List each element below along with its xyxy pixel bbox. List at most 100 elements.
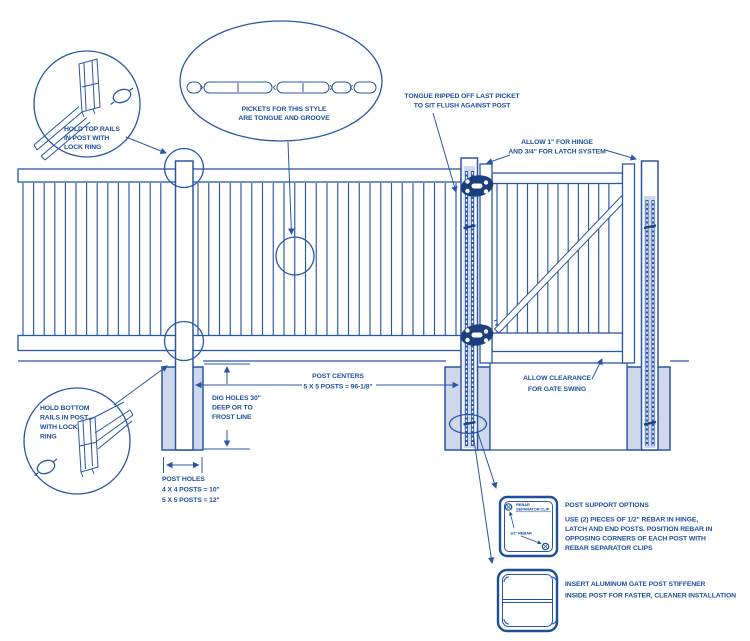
gate-right-stile xyxy=(621,163,636,364)
lock-ring-icon xyxy=(34,458,58,477)
post-centers-value: 5 X 5 POSTS = 96-1/8" xyxy=(304,384,373,391)
dig-holes-line2: DEEP OR TO xyxy=(212,405,253,412)
dig-holes-line1: DIG HOLES 30" xyxy=(212,395,261,402)
rebar-size-label: 1/2" REBAR xyxy=(510,531,532,536)
top-rail-junction-circle xyxy=(163,147,205,189)
post-centers-title: POST CENTERS xyxy=(312,373,364,380)
post-support-options-note: POST SUPPORT OPTIONS USE (2) PIECES OF 1… xyxy=(565,502,713,552)
clip-label-line2: SEPARATOR CLIP xyxy=(516,507,550,512)
stiffener-line2: INSIDE POST FOR FASTER, CLEANER INSTALLA… xyxy=(565,593,736,600)
leader-arrow xyxy=(125,136,167,154)
bottom-rail-note-line4: RING xyxy=(40,434,57,441)
gate-diagonal-brace xyxy=(493,195,627,334)
gate-post-stiffener-detail xyxy=(496,568,559,633)
bottom-rail-3d-drawing xyxy=(77,401,134,478)
callout-ellipse xyxy=(179,20,383,142)
leader-arrow xyxy=(591,358,603,380)
rebar-arrow-top xyxy=(508,511,515,529)
fence-top-rail xyxy=(17,168,462,183)
top-rail-lock-ring-callout: HOLD TOP RAILS IN POST WITH LOCK RING xyxy=(33,50,167,161)
top-rail-note-line1: HOLD TOP RAILS xyxy=(64,126,120,133)
leader-arrow xyxy=(432,112,458,193)
stiffener-inner xyxy=(502,574,553,627)
post-support-body-line2: LATCH AND END POSTS. POSITION REBAR IN xyxy=(565,526,712,533)
gate-swing-line2: FOR GATE SWING xyxy=(528,386,586,393)
fence-pickets-left xyxy=(22,183,162,336)
rebar-ends xyxy=(504,503,550,551)
gate-swing-clearance-area xyxy=(489,362,628,451)
rebar-separator-clip xyxy=(643,420,657,426)
rebar-arrow-bottom xyxy=(520,535,542,545)
bottom-rail-note-line2: RAILS IN POST xyxy=(40,415,89,422)
bottom-rail-note-line3: WITH LOCK xyxy=(40,424,78,431)
tongue-note-line1: TONGUE RIPPED OFF LAST PICKET xyxy=(404,93,520,100)
bottom-rail-lock-ring-callout: HOLD BOTTOM RAILS IN POST WITH LOCK RING xyxy=(23,365,168,495)
picket-note-line2: ARE TONGUE AND GROOVE xyxy=(238,115,330,122)
leader-arrow-latch xyxy=(604,149,637,161)
dig-holes-line3: FROST LINE xyxy=(212,414,252,421)
stiffener-outer xyxy=(496,568,559,633)
hinge-post-group xyxy=(460,157,479,451)
gate-swing-note: ALLOW CLEARANCE FOR GATE SWING xyxy=(523,358,603,393)
fence-pickets-right xyxy=(197,183,457,336)
tongue-groove-callout: PICKETS FOR THIS STYLE ARE TONGUE AND GR… xyxy=(179,20,383,235)
stiffener-line1: INSERT ALUMINUM GATE POST STIFFENER xyxy=(565,581,706,588)
gate-bottom-rail xyxy=(491,332,624,353)
rebar-separator-clip xyxy=(643,224,657,230)
allowance-line2: AND 3/4" FOR LATCH SYSTEM xyxy=(508,149,606,156)
stiffener-note: INSERT ALUMINUM GATE POST STIFFENER INSI… xyxy=(565,581,736,600)
stiffener-corner-bosses xyxy=(503,576,557,625)
post-holes-line2: 4 X 4 POSTS = 10" xyxy=(162,487,220,494)
post-support-heading: POST SUPPORT OPTIONS xyxy=(565,502,649,509)
fence-bottom-rail xyxy=(17,334,462,352)
lock-ring-icon xyxy=(110,87,134,106)
leader-arrow-stiffener-detail xyxy=(472,432,495,564)
top-rail-note-line3: LOCK RING xyxy=(64,144,101,151)
post-cross-section-outer xyxy=(498,495,559,558)
hinge-post-rebar xyxy=(463,171,476,446)
dig-holes-dimension: DIG HOLES 30" DEEP OR TO FROST LINE xyxy=(204,363,261,450)
post-support-body-line4: REBAR SEPARATOR CLIPS xyxy=(565,545,653,552)
clip-label-line1: REBAR xyxy=(516,502,530,507)
rebar-separator-clip xyxy=(463,420,476,426)
picket-cross-section-drawing xyxy=(186,81,377,94)
post-support-body-line1: USE (2) PIECES OF 1/2" REBAR IN HINGE, xyxy=(565,517,698,524)
post-holes-line3: 5 X 5 POSTS = 12" xyxy=(162,497,220,504)
post-centers-dimension: POST CENTERS 5 X 5 POSTS = 96-1/8" xyxy=(195,373,459,391)
gate-group xyxy=(460,163,636,364)
gate-hinge-bottom xyxy=(460,324,494,346)
top-rail-3d-drawing xyxy=(33,58,101,161)
rebar-separator-clip xyxy=(463,224,476,230)
post-cross-section-inner xyxy=(504,501,553,552)
post-holes-dimension: POST HOLES 4 X 4 POSTS = 10" 5 X 5 POSTS… xyxy=(162,457,220,504)
gate-pickets xyxy=(496,183,610,333)
tongue-ripped-note: TONGUE RIPPED OFF LAST PICKET TO SIT FLU… xyxy=(404,93,521,193)
gate-left-stile xyxy=(479,163,493,364)
hinge-post-concrete xyxy=(463,166,475,448)
top-rail-note-line2: IN POST WITH xyxy=(64,135,109,142)
bottom-rail-junction-circle xyxy=(163,320,205,362)
post-holes-line1: POST HOLES xyxy=(162,476,205,483)
callout-circle xyxy=(23,387,131,495)
latch-post-group xyxy=(640,160,659,451)
gate-top-rail xyxy=(491,172,624,185)
leader-arrow xyxy=(287,141,295,235)
callout-ellipse xyxy=(448,413,488,435)
post-support-body-line3: OPPOSING CORNERS OF EACH POST WITH xyxy=(565,536,706,543)
tongue-note-line2: TO SIT FLUSH AGAINST POST xyxy=(414,103,511,110)
allowance-line1: ALLOW 1" FOR HINGE xyxy=(521,139,593,146)
leader-arrow-hinge xyxy=(486,154,511,165)
latch-post-concrete xyxy=(644,196,656,448)
rebar-callout xyxy=(448,413,498,564)
brace-end-marks xyxy=(493,187,629,326)
line-post xyxy=(174,160,194,451)
rebar-clip-detail: REBAR SEPARATOR CLIP 1/2" REBAR xyxy=(498,495,559,558)
hinge-latch-allowance-note: ALLOW 1" FOR HINGE AND 3/4" FOR LATCH SY… xyxy=(486,139,637,165)
leader-arrow-clip-detail xyxy=(476,429,498,489)
picket-detail-circle xyxy=(275,236,315,276)
latch-post-rebar xyxy=(643,200,657,446)
gate-hinge-top xyxy=(460,175,494,197)
picket-note-line1: PICKETS FOR THIS STYLE xyxy=(242,106,327,113)
